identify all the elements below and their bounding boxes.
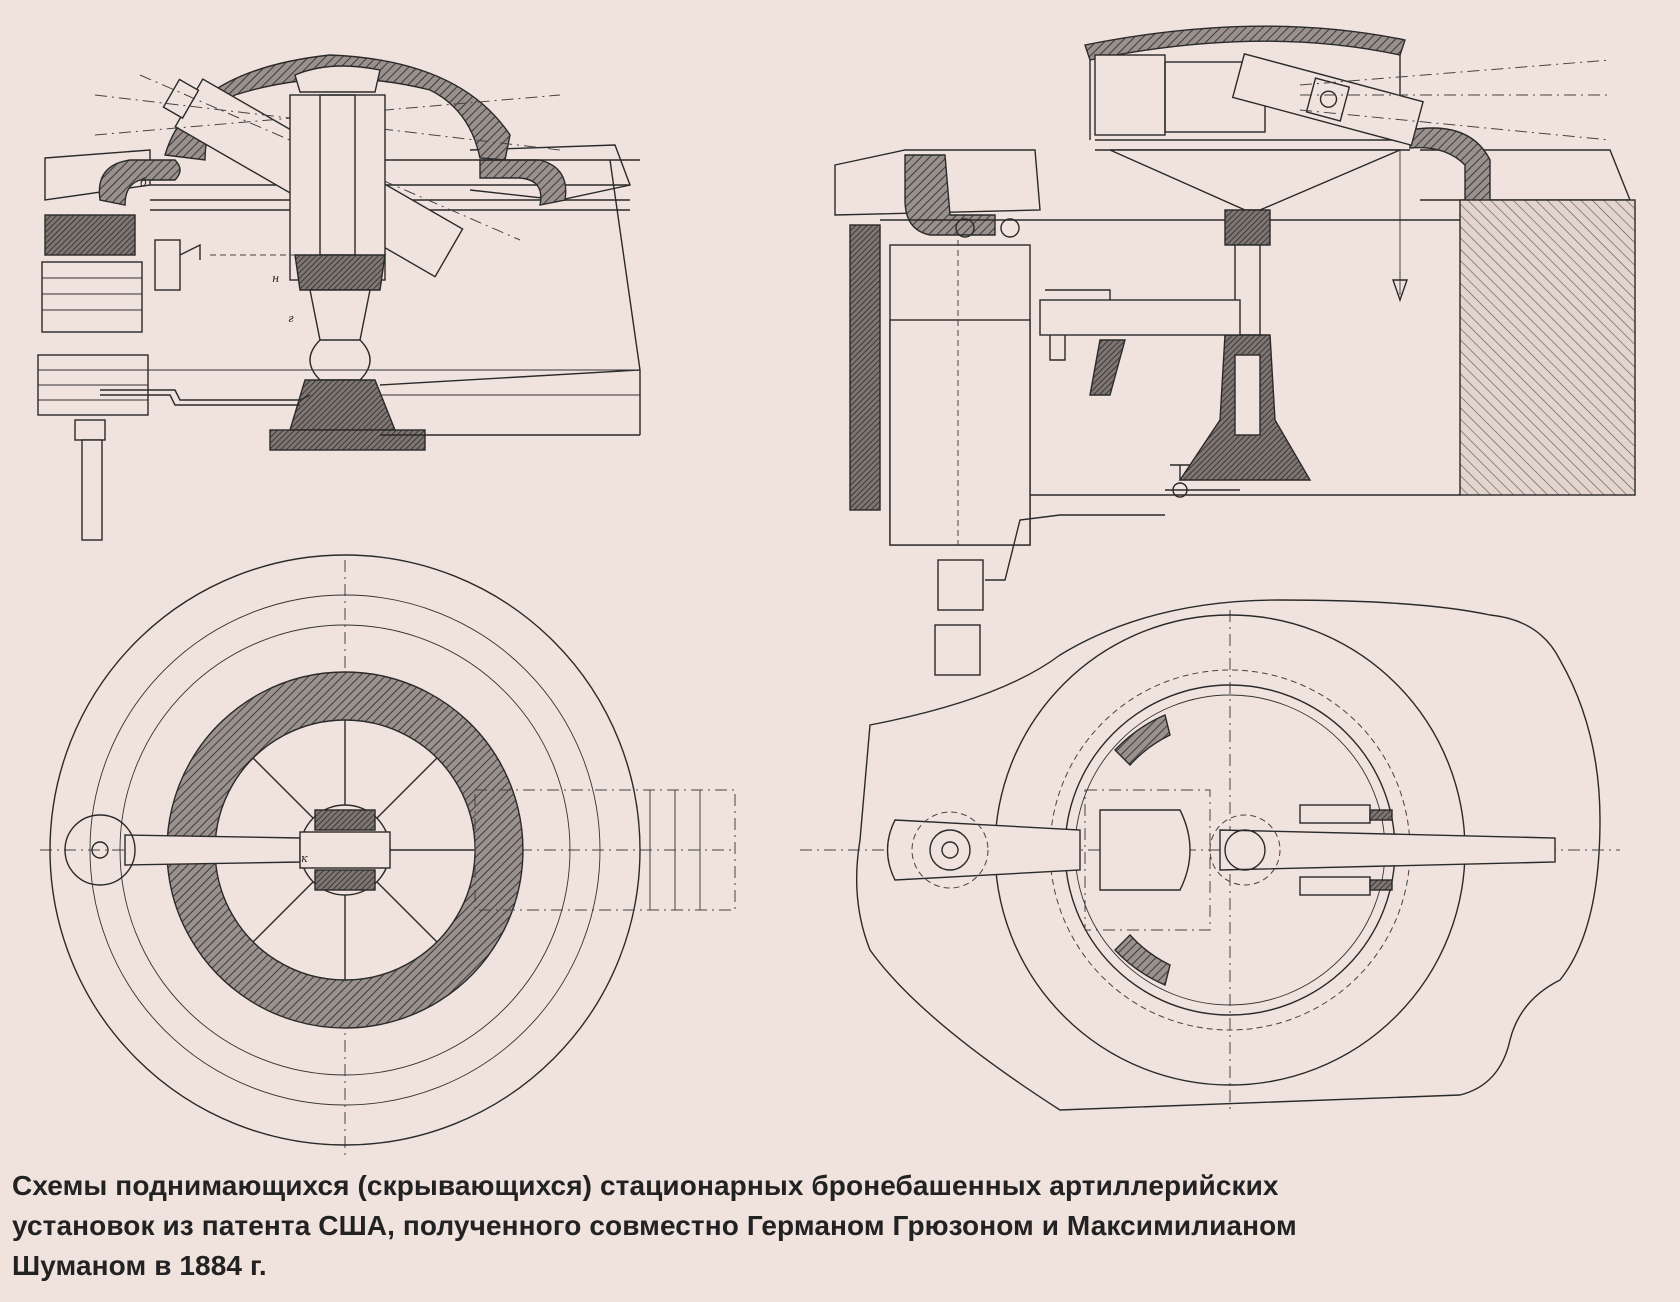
plan-view-turret-1: к xyxy=(40,554,736,1160)
caption-line-3: Шуманом в 1884 г. xyxy=(12,1250,267,1281)
side-section-turret-1: б н г xyxy=(37,54,641,541)
caption-line-1: Схемы поднимающихся (скрывающихся) стаци… xyxy=(12,1170,1279,1201)
label-k: к xyxy=(301,852,308,865)
plan-view-turret-2 xyxy=(800,599,1620,1111)
label-g: г xyxy=(288,312,294,325)
side-section-turret-2 xyxy=(834,25,1636,676)
label-n: н xyxy=(272,272,279,285)
label-b: б xyxy=(140,176,147,189)
caption-line-2: установок из патента США, полученного со… xyxy=(12,1210,1297,1241)
figure-caption: Схемы поднимающихся (скрывающихся) стаци… xyxy=(12,1166,1668,1286)
